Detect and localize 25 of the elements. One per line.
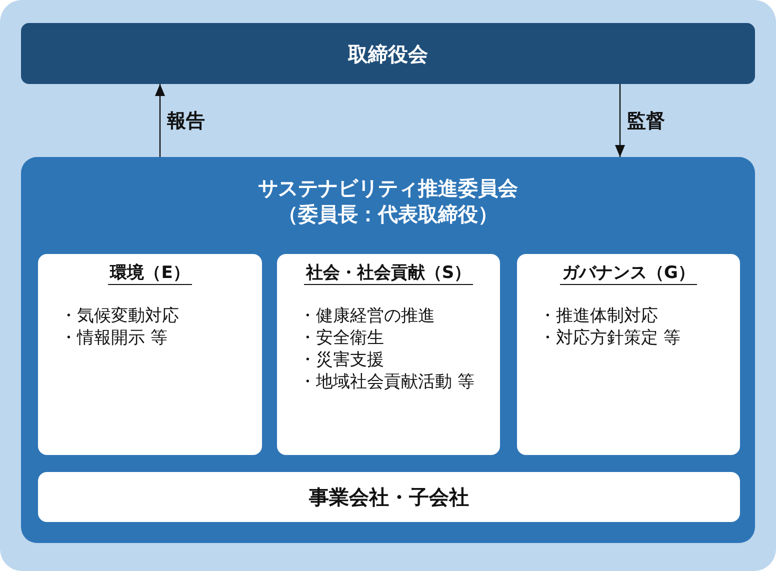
board-box	[21, 23, 755, 84]
list-item: ・推進体制対応	[539, 306, 658, 326]
list-item: ・健康経営の推進	[299, 306, 435, 326]
list-item: ・対応方針策定 等	[539, 328, 680, 348]
list-item: ・情報開示 等	[60, 328, 168, 348]
card-heading: 社会・社会貢献（S）	[304, 262, 474, 285]
card-heading: 環境（E）	[108, 262, 192, 285]
edge-label: 報告	[165, 108, 207, 134]
box-title: 取締役会	[348, 40, 428, 66]
arrow	[155, 84, 165, 157]
list-item: ・気候変動対応	[60, 306, 179, 326]
category-card	[38, 254, 262, 455]
box-title: 事業会社・子会社	[309, 484, 469, 510]
card-heading: ガバナンス（G）	[560, 262, 697, 285]
category-card	[277, 254, 500, 455]
subsidiaries-box	[38, 472, 740, 522]
panel-subtitle: （委員長：代表取締役）	[278, 202, 498, 226]
category-card	[517, 254, 740, 455]
list-item: ・災害支援	[299, 350, 384, 370]
committee-panel	[21, 157, 755, 543]
edge-label: 監督	[625, 108, 667, 134]
list-item: ・安全衛生	[299, 328, 384, 348]
panel-title: サステナビリティ推進委員会	[258, 176, 518, 200]
list-item: ・地域社会貢献活動 等	[299, 372, 474, 392]
arrow	[615, 84, 625, 157]
